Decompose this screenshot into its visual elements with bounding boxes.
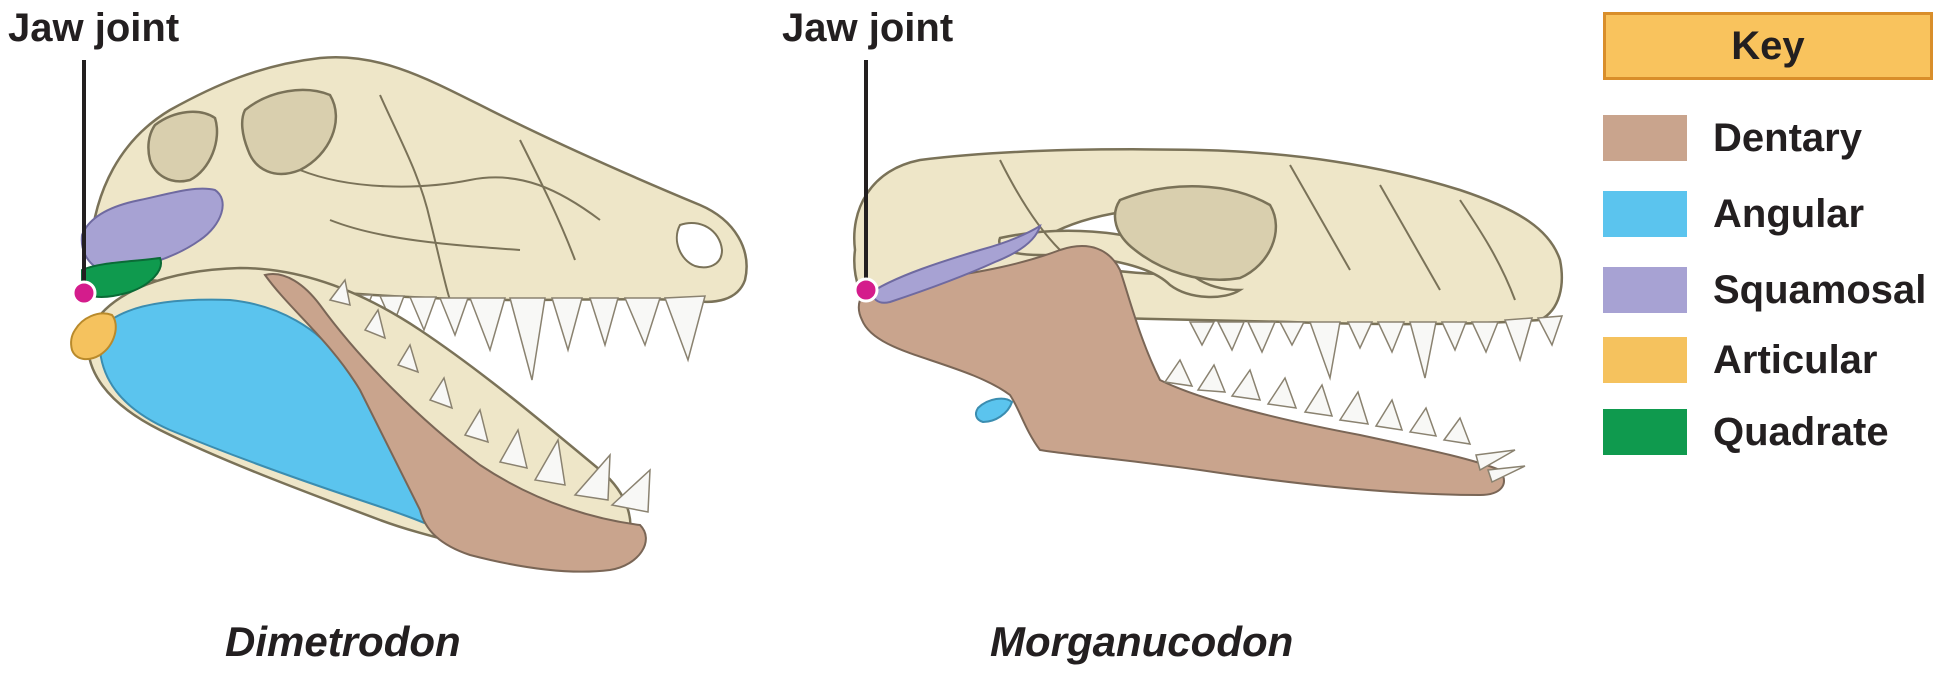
key-label: Dentary [1713,116,1862,161]
morganucodon-skull [854,60,1562,495]
key-label: Articular [1713,338,1878,383]
key-label: Squamosal [1713,268,1926,313]
morganucodon-jaw-joint-marker [855,279,877,301]
jaw-joint-label-right: Jaw joint [782,6,953,51]
morganucodon-upper-teeth [1190,316,1562,378]
quadrate-swatch [1603,409,1687,455]
species-label-morganucodon: Morganucodon [990,618,1293,666]
key-item-quadrate: Quadrate [1603,408,1889,456]
angular-swatch [1603,191,1687,237]
jaw-joint-label-left: Jaw joint [8,6,179,51]
key-label: Angular [1713,192,1864,237]
key-item-squamosal: Squamosal [1603,266,1926,314]
key-header: Key [1603,12,1933,80]
key-item-articular: Articular [1603,336,1878,384]
dentary-swatch [1603,115,1687,161]
species-label-dimetrodon: Dimetrodon [225,618,461,666]
squamosal-swatch [1603,267,1687,313]
key-item-dentary: Dentary [1603,114,1862,162]
dimetrodon-jaw-joint-marker [73,282,95,304]
key-item-angular: Angular [1603,190,1864,238]
articular-swatch [1603,337,1687,383]
key-label: Quadrate [1713,410,1889,455]
morganucodon-angular [976,399,1012,422]
key-title: Key [1731,24,1804,69]
dimetrodon-skull [71,57,747,571]
